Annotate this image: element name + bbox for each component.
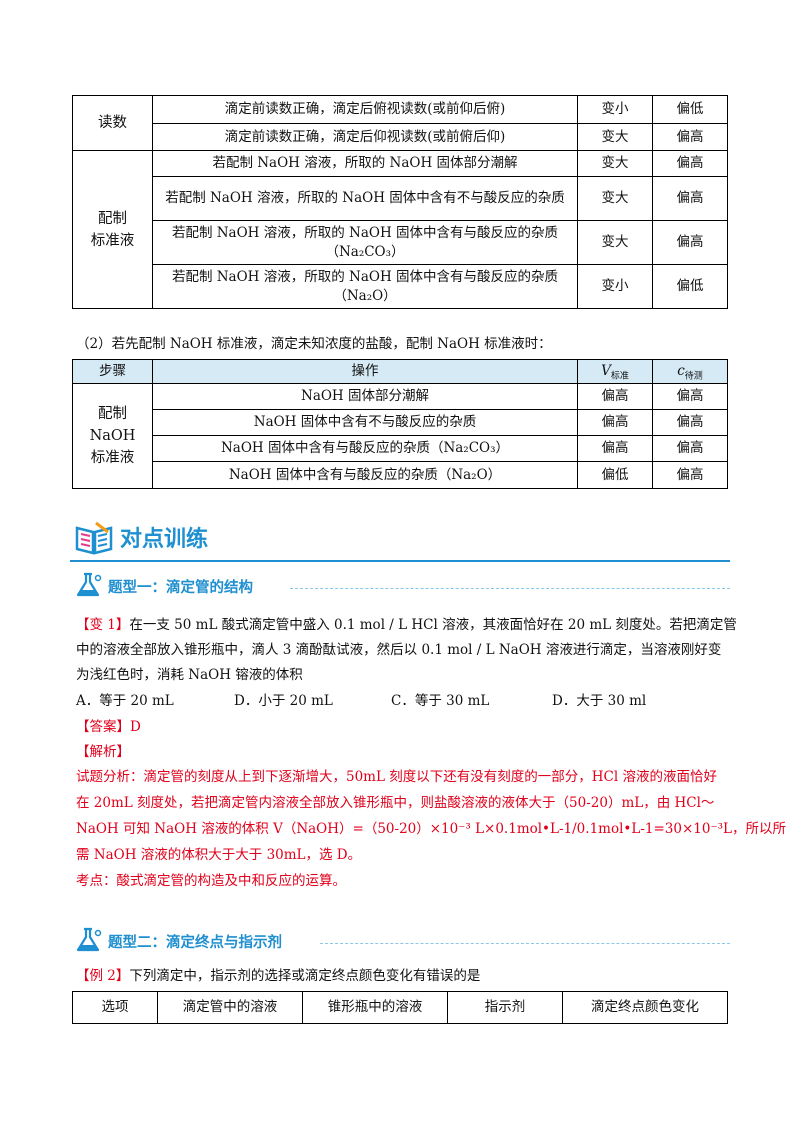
c-subscript: 待测 xyxy=(684,371,703,382)
volume-cell: 变小 xyxy=(577,95,653,124)
table-row: 配制 标准液 若配制 NaOH 溶液，所取的 NaOH 固体部分潮解 变大 偏高 xyxy=(72,150,728,309)
question-1-line-3: 为浅红色时，消耗 NaOH 镕液的体积 xyxy=(76,667,303,683)
operation-cell: 若配制 NaOH 溶液，所取的 NaOH 固体中含有不与酸反应的杂质 xyxy=(152,176,578,221)
header-burette-solution: 滴定管中的溶液 xyxy=(157,991,303,1024)
option-b: D．小于 20 mL xyxy=(234,693,333,709)
analysis-line-1: 试题分析：滴定管的刻度从上到下逐渐增大，50mL 刻度以下还有没有刻度的一部分，… xyxy=(76,769,717,785)
volume-cell: 偏高 xyxy=(577,435,653,462)
flask-icon xyxy=(74,926,104,954)
option-d: D．大于 30 ml xyxy=(552,693,647,709)
operation-cell: NaOH 固体部分潮解 xyxy=(152,383,578,410)
question-1-line-1: 【变 1】在一支 50 mL 酸式滴定管中盛入 0.1 mol / L HCl … xyxy=(76,614,737,636)
operation-cell: NaOH 固体中含有与酸反应的杂质（Na₂O） xyxy=(152,461,578,489)
group-cell: 读数 xyxy=(72,95,153,151)
question-2-table: 选项 滴定管中的溶液 锥形瓶中的溶液 指示剂 滴定终点颜色变化 xyxy=(72,991,728,1024)
volume-cell: 变大 xyxy=(577,123,653,151)
error-analysis-table-2: 步骤 操作 V标准 c待测 配制 NaOH 标准液 NaOH 固体部分潮解 偏高… xyxy=(72,359,728,489)
result-cell: 偏高 xyxy=(652,123,728,151)
volume-cell: 变大 xyxy=(577,150,653,177)
question-2-text: 下列滴定中，指示剂的选择或滴定终点颜色变化有错误的是 xyxy=(129,968,481,984)
operation-cell: NaOH 固体中含有不与酸反应的杂质 xyxy=(152,409,578,436)
header-indicator: 指示剂 xyxy=(447,991,563,1024)
group-cell: 配制 NaOH 标准液 xyxy=(72,383,153,489)
answer-line: 【答案】D xyxy=(76,716,141,738)
table-header-row: 步骤 操作 V标准 c待测 xyxy=(72,359,728,384)
type-1-title: 题型一：滴定管的结构 xyxy=(108,580,253,596)
analysis-line-3: NaOH 可知 NaOH 溶液的体积 V（NaOH）=（50-20）×10⁻³ … xyxy=(76,821,786,837)
operation-cell: 滴定前读数正确，滴定后俯视读数(或前仰后俯) xyxy=(152,95,578,124)
table-row: 读数 滴定前读数正确，滴定后俯视读数(或前仰后俯) 变小 偏低 xyxy=(72,95,728,151)
option-c: C．等于 30 mL xyxy=(391,693,490,709)
table-row: NaOH 固体中含有与酸反应的杂质（Na₂O） 偏低 偏高 xyxy=(73,461,728,489)
volume-cell: 偏低 xyxy=(577,461,653,489)
table-row: 配制 NaOH 标准液 NaOH 固体部分潮解 偏高 偏高 xyxy=(72,383,728,489)
result-cell: 偏低 xyxy=(652,95,728,124)
question-1-tag: 【变 1】 xyxy=(76,617,130,633)
header-operation: 操作 xyxy=(152,359,578,384)
question-1-line-2: 中的溶液全部放入锥形瓶中，滴人 3 滴酚酞试液，然后以 0.1 mol / L … xyxy=(76,642,722,658)
result-cell: 偏高 xyxy=(652,435,728,462)
answer-tag: 【答案】 xyxy=(76,719,130,735)
table-row: 滴定前读数正确，滴定后仰视读数(或前俯后仰) 变大 偏高 xyxy=(73,123,728,151)
analysis-line-5: 考点：酸式滴定管的构造及中和反应的运算。 xyxy=(76,873,346,889)
table-row: 若配制 NaOH 溶液，所取的 NaOH 固体中含有与酸反应的杂质（Na₂CO₃… xyxy=(73,220,728,265)
volume-cell: 偏高 xyxy=(577,409,653,436)
header-v-standard: V标准 xyxy=(577,359,653,384)
question-2-line: 【例 2】下列滴定中，指示剂的选择或滴定终点颜色变化有错误的是 xyxy=(76,965,480,987)
operation-cell: 若配制 NaOH 溶液，所取的 NaOH 固体中含有与酸反应的杂质（Na₂CO₃… xyxy=(152,220,578,265)
header-end-color-change: 滴定终点颜色变化 xyxy=(562,991,728,1024)
question-1-text-1: 在一支 50 mL 酸式滴定管中盛入 0.1 mol / L HCl 溶液，其液… xyxy=(129,617,737,633)
volume-cell: 偏高 xyxy=(577,383,653,410)
group-cell: 配制 标准液 xyxy=(72,150,153,309)
analysis-line-4: 需 NaOH 溶液的体积大于大于 30mL，选 D。 xyxy=(76,847,362,863)
header-step: 步骤 xyxy=(72,359,153,384)
analysis-tag: 【解析】 xyxy=(76,744,130,760)
section-title: 对点训练 xyxy=(120,527,209,552)
result-cell: 偏高 xyxy=(652,150,728,177)
intro-line: （2）若先配制 NaOH 标准液，滴定未知浓度的盐酸，配制 NaOH 标准液时： xyxy=(76,336,552,352)
table-header-row: 选项 滴定管中的溶液 锥形瓶中的溶液 指示剂 滴定终点颜色变化 xyxy=(72,991,728,1024)
option-a: A．等于 20 mL xyxy=(76,693,174,709)
book-icon xyxy=(74,520,114,556)
volume-cell: 变大 xyxy=(577,220,653,265)
operation-cell: 滴定前读数正确，滴定后仰视读数(或前俯后仰) xyxy=(152,123,578,151)
header-flask-solution: 锥形瓶中的溶液 xyxy=(302,991,448,1024)
header-c-test: c待测 xyxy=(652,359,728,384)
flask-icon xyxy=(74,571,104,599)
v-subscript: 标准 xyxy=(610,371,629,382)
v-symbol: V xyxy=(601,363,611,379)
answer-value: D xyxy=(130,719,141,735)
result-cell: 偏低 xyxy=(652,264,728,309)
table-row: NaOH 固体中含有不与酸反应的杂质 偏高 偏高 xyxy=(73,409,728,436)
header-option: 选项 xyxy=(72,991,158,1024)
question-2-tag: 【例 2】 xyxy=(76,968,130,984)
analysis-line-2: 在 20mL 刻度处，若把滴定管内溶液全部放入锥形瓶中，则盐酸溶液的液体大于（5… xyxy=(76,795,715,811)
result-cell: 偏高 xyxy=(652,383,728,410)
result-cell: 偏高 xyxy=(652,409,728,436)
error-analysis-table-1: 读数 滴定前读数正确，滴定后俯视读数(或前仰后俯) 变小 偏低 滴定前读数正确，… xyxy=(72,95,728,309)
section-divider xyxy=(70,560,730,562)
result-cell: 偏高 xyxy=(652,461,728,489)
table-row: 若配制 NaOH 溶液，所取的 NaOH 固体中含有与酸反应的杂质（Na₂O） … xyxy=(73,264,728,309)
operation-cell: 若配制 NaOH 溶液，所取的 NaOH 固体中含有与酸反应的杂质（Na₂O） xyxy=(152,264,578,309)
operation-cell: 若配制 NaOH 溶液，所取的 NaOH 固体部分潮解 xyxy=(152,150,578,177)
result-cell: 偏高 xyxy=(652,220,728,265)
type-2-title: 题型二：滴定终点与指示剂 xyxy=(108,935,282,951)
volume-cell: 变小 xyxy=(577,264,653,309)
result-cell: 偏高 xyxy=(652,176,728,221)
operation-cell: NaOH 固体中含有与酸反应的杂质（Na₂CO₃） xyxy=(152,435,578,462)
c-symbol: c xyxy=(677,363,685,379)
table-row: NaOH 固体中含有与酸反应的杂质（Na₂CO₃） 偏高 偏高 xyxy=(73,435,728,462)
volume-cell: 变大 xyxy=(577,176,653,221)
table-row: 若配制 NaOH 溶液，所取的 NaOH 固体中含有不与酸反应的杂质 变大 偏高 xyxy=(73,176,728,221)
type-2-divider xyxy=(320,943,730,944)
type-1-divider xyxy=(290,588,730,589)
